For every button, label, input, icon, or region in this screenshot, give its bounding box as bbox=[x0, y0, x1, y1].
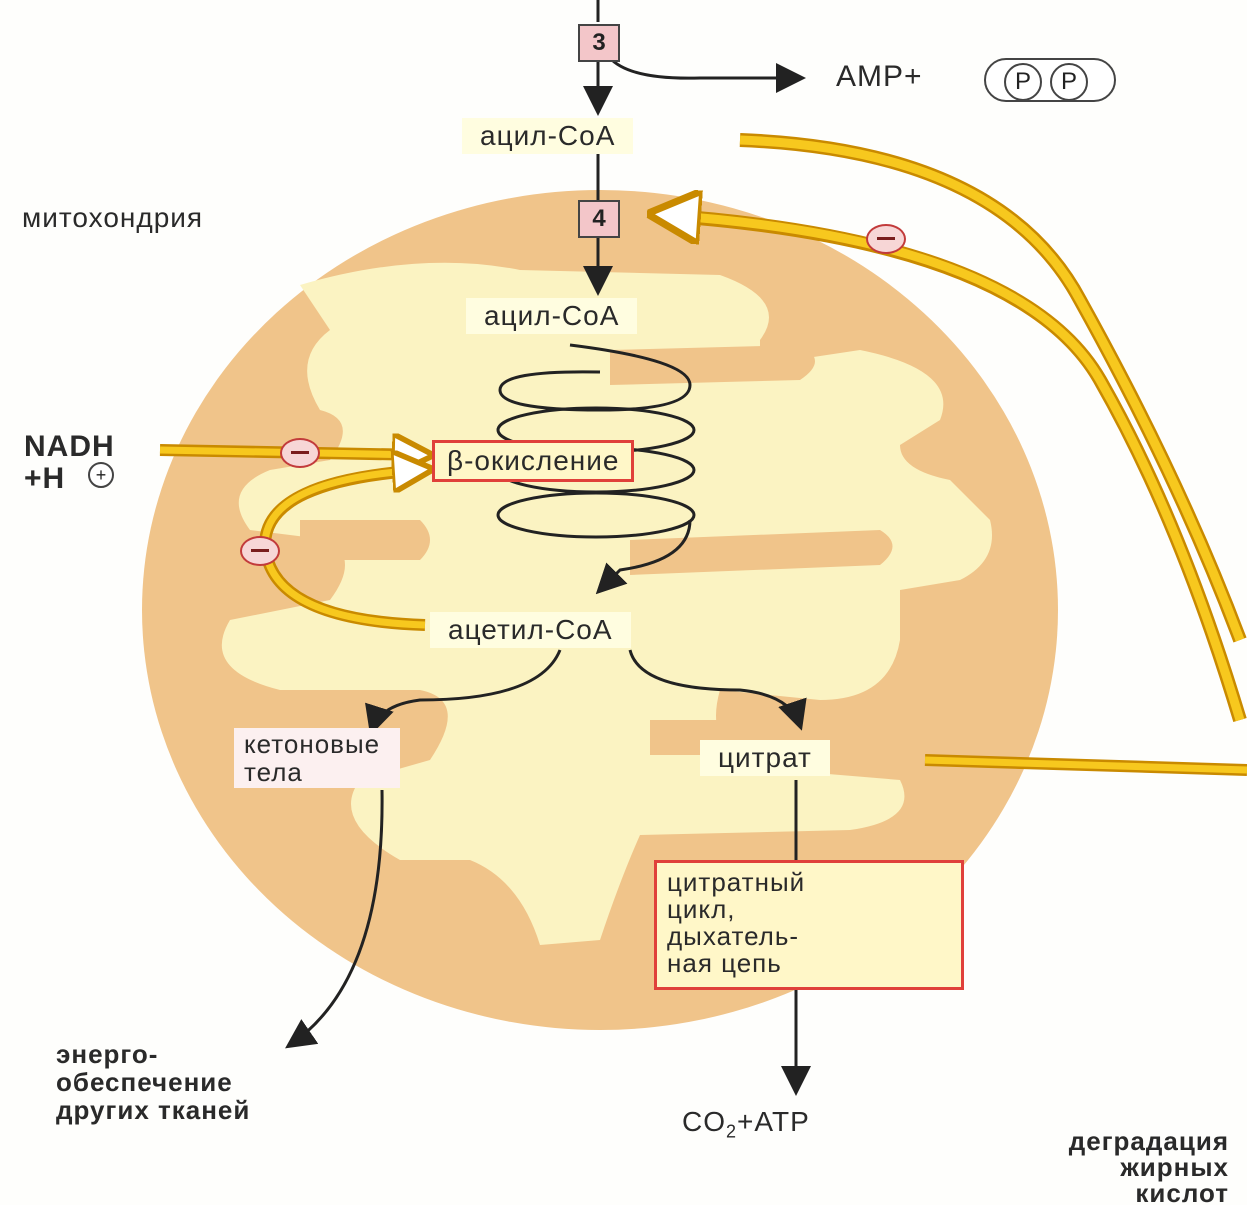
fatty-acid-degradation-label: деградация жирных кислот bbox=[1069, 1128, 1229, 1206]
citrate-cycle-box: цитратный цикл, дыхатель- ная цепь bbox=[654, 860, 964, 990]
nadh-label: NADH bbox=[24, 430, 115, 464]
energy-line-3: других тканей bbox=[56, 1096, 250, 1124]
degradation-line-2: жирных bbox=[1069, 1154, 1229, 1180]
acyl-coa-matrix-label: ацил-CoA bbox=[466, 298, 637, 334]
ketone-line-1: кетоновые bbox=[244, 730, 380, 758]
co2-prefix: CO bbox=[682, 1106, 726, 1137]
co2-subscript: 2 bbox=[726, 1122, 737, 1142]
inhibition-marker-nadh bbox=[280, 438, 320, 468]
co2-atp-label: CO2+ATP bbox=[682, 1106, 810, 1143]
enzyme-4-box: 4 bbox=[578, 200, 620, 238]
arrow-to-amp bbox=[610, 58, 800, 78]
cycle-line-2: цикл, bbox=[667, 896, 951, 923]
degradation-line-1: деградация bbox=[1069, 1128, 1229, 1154]
proton-label: +H bbox=[24, 462, 65, 496]
inhibition-marker-enzyme4 bbox=[866, 224, 906, 254]
cycle-line-1: цитратный bbox=[667, 869, 951, 896]
phosphate-1-circle: P bbox=[1004, 63, 1042, 101]
acyl-coa-cytosol-label: ацил-CoA bbox=[462, 118, 633, 154]
beta-oxidation-box: β-окисление bbox=[432, 440, 634, 482]
energy-line-1: энерго- bbox=[56, 1040, 250, 1068]
crista-fold-3 bbox=[300, 520, 430, 560]
co2-suffix: +ATP bbox=[737, 1106, 810, 1137]
energy-supply-label: энерго- обеспечение других тканей bbox=[56, 1040, 250, 1124]
pyrophosphate-group: P P bbox=[984, 58, 1116, 102]
ketone-bodies-label: кетоновые тела bbox=[234, 728, 400, 788]
crista-fold-1 bbox=[610, 345, 815, 385]
proton-plus-circle: + bbox=[88, 462, 114, 488]
ketone-line-2: тела bbox=[244, 758, 380, 786]
phosphate-2-circle: P bbox=[1050, 63, 1088, 101]
cycle-line-4: ная цепь bbox=[667, 950, 951, 977]
cycle-line-3: дыхатель- bbox=[667, 923, 951, 950]
inhibition-marker-acetyl-loop bbox=[240, 536, 280, 566]
enzyme-3-box: 3 bbox=[578, 24, 620, 62]
degradation-line-3: кислот bbox=[1069, 1180, 1229, 1206]
mitochondrion-label: митохондрия bbox=[22, 202, 203, 234]
energy-line-2: обеспечение bbox=[56, 1068, 250, 1096]
acetyl-coa-label: ацетил-CoA bbox=[430, 612, 631, 648]
amp-label: AMP+ bbox=[836, 60, 923, 94]
citrate-label: цитрат bbox=[700, 740, 830, 776]
